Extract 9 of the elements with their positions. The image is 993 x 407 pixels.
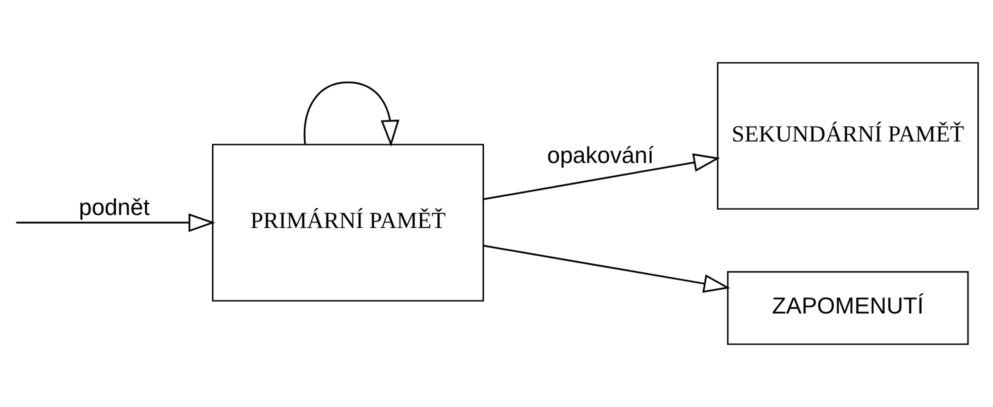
node-box: PRIMÁRNÍ PAMĚŤ [212, 144, 484, 302]
arrow [483, 244, 730, 293]
arrow [483, 153, 720, 200]
node-box: ZAPOMENUTÍ [727, 271, 969, 345]
edge-label: opakování [547, 142, 654, 168]
arrow [304, 81, 400, 147]
node-box: SEKUNDÁRNÍ PAMĚŤ [716, 62, 979, 210]
arrow [16, 213, 216, 232]
edge-label: podnět [78, 194, 150, 220]
